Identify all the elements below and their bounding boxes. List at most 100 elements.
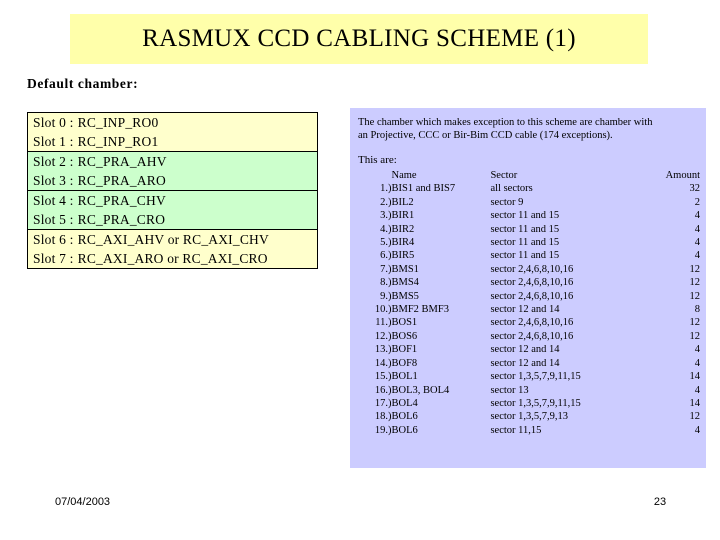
- exception-sector: sector 2,4,6,8,10,16: [490, 277, 574, 289]
- exception-amount: 4: [694, 424, 700, 436]
- exception-amount: 12: [689, 317, 701, 329]
- exception-name: BMS4: [391, 277, 419, 289]
- exception-sector: sector 12 and 14: [490, 357, 560, 369]
- exception-name: BOF1: [391, 344, 418, 356]
- exception-intro-line-2: an Projective, CCC or Bir-Bim CCD cable …: [358, 130, 613, 141]
- table-row: 12.)BOS6 sector 2,4,6,8,10,16 12: [358, 330, 700, 343]
- exception-sector: sector 2,4,6,8,10,16: [490, 330, 574, 342]
- footer-page-number: 23: [653, 496, 667, 508]
- exception-amount: 8: [694, 304, 700, 316]
- exception-list-intro: This are:: [358, 154, 397, 166]
- table-row: Slot 7 :RC_AXI_ARO or RC_AXI_CRO: [27, 249, 318, 269]
- slot-label: Slot 1 :: [27, 132, 74, 152]
- slot-value: RC_PRA_CRO: [73, 210, 318, 230]
- header-name: Name: [391, 170, 417, 181]
- title-banner: RASMUX CCD CABLING SCHEME (1): [70, 14, 648, 64]
- exception-sector: sector 13: [490, 384, 529, 396]
- exception-amount: 4: [694, 210, 700, 222]
- exception-amount: 12: [689, 330, 701, 342]
- exception-index: 16.): [374, 384, 392, 396]
- exception-index: 17.): [374, 397, 392, 409]
- exception-amount: 4: [694, 357, 700, 369]
- exception-index: 10.): [374, 304, 392, 316]
- exception-sector: sector 1,3,5,7,9,11,15: [490, 397, 581, 409]
- table-row: Slot 6 :RC_AXI_AHV or RC_AXI_CHV: [27, 229, 318, 249]
- exception-sector: sector 12 and 14: [490, 344, 560, 356]
- exception-table-header-row: Name Sector Amount: [358, 169, 701, 182]
- exception-index: 9.): [380, 290, 392, 302]
- exception-sector: sector 11,15: [490, 424, 542, 436]
- exception-amount: 14: [689, 371, 701, 383]
- exception-name: BIR5: [391, 250, 415, 262]
- exception-index: 11.): [375, 317, 392, 329]
- slot-value: RC_AXI_ARO or RC_AXI_CRO: [73, 249, 318, 269]
- slot-value: RC_INP_RO0: [73, 112, 318, 132]
- exception-sector: sector 12 and 14: [490, 304, 560, 316]
- exception-name: BIR2: [391, 223, 415, 235]
- slot-value: RC_PRA_AHV: [73, 151, 318, 171]
- exception-index: 12.): [374, 330, 392, 342]
- exception-index: 3.): [380, 210, 392, 222]
- exception-name: BOS6: [391, 330, 418, 342]
- exception-name: BMS1: [391, 263, 419, 275]
- exception-sector: sector 11 and 15: [490, 237, 560, 249]
- exception-index: 2.): [380, 196, 392, 208]
- exception-name: BOL6: [391, 411, 418, 423]
- exception-index: 8.): [380, 277, 392, 289]
- table-row: 9.)BMS5 sector 2,4,6,8,10,16 12: [358, 290, 700, 303]
- exception-index: 19.): [374, 424, 392, 436]
- exception-name: BMS5: [391, 290, 419, 302]
- exception-sector: all sectors: [490, 183, 533, 195]
- exception-name: BOL4: [391, 397, 418, 409]
- table-row: 19.)BOL6 sector 11,15 4: [358, 424, 700, 437]
- exception-amount: 12: [689, 411, 701, 423]
- exception-amount: 12: [689, 263, 701, 275]
- table-row: 11.)BOS1 sector 2,4,6,8,10,16 12: [358, 316, 700, 329]
- exception-sector: sector 9: [490, 196, 524, 208]
- exception-index: 4.): [380, 223, 392, 235]
- exception-amount: 12: [689, 290, 701, 302]
- exception-name: BOL3, BOL4: [391, 384, 450, 396]
- header-amount: Amount: [665, 170, 700, 181]
- exception-index: 5.): [380, 237, 392, 249]
- footer-date: 07/04/2003: [55, 496, 111, 508]
- exception-amount: 32: [689, 183, 701, 195]
- exception-sector: sector 2,4,6,8,10,16: [490, 263, 574, 275]
- exception-index: 6.): [380, 250, 392, 262]
- slot-label: Slot 3 :: [27, 171, 74, 191]
- exception-sector: sector 2,4,6,8,10,16: [490, 290, 574, 302]
- exception-name: BIS1 and BIS7: [391, 183, 456, 195]
- exception-panel: The chamber which makes exception to thi…: [350, 108, 706, 468]
- exception-index: 15.): [374, 371, 392, 383]
- slot-label: Slot 4 :: [27, 190, 74, 210]
- exception-name: BOS1: [391, 317, 418, 329]
- header-sector: Sector: [490, 170, 518, 181]
- exception-sector: sector 11 and 15: [490, 250, 560, 262]
- exception-amount: 4: [694, 344, 700, 356]
- exception-amount: 2: [694, 196, 700, 208]
- exception-name: BOL1: [391, 371, 418, 383]
- exception-name: BIR1: [391, 210, 415, 222]
- table-row: 8.)BMS4 sector 2,4,6,8,10,16 12: [358, 276, 700, 289]
- slot-label: Slot 6 :: [27, 229, 74, 249]
- table-row: Slot 1 :RC_INP_RO1: [27, 132, 318, 152]
- slot-label: Slot 7 :: [27, 249, 74, 269]
- exception-index: 7.): [380, 263, 392, 275]
- exception-name: BOL6: [391, 424, 418, 436]
- exception-amount: 12: [689, 277, 701, 289]
- exception-sector: sector 2,4,6,8,10,16: [490, 317, 574, 329]
